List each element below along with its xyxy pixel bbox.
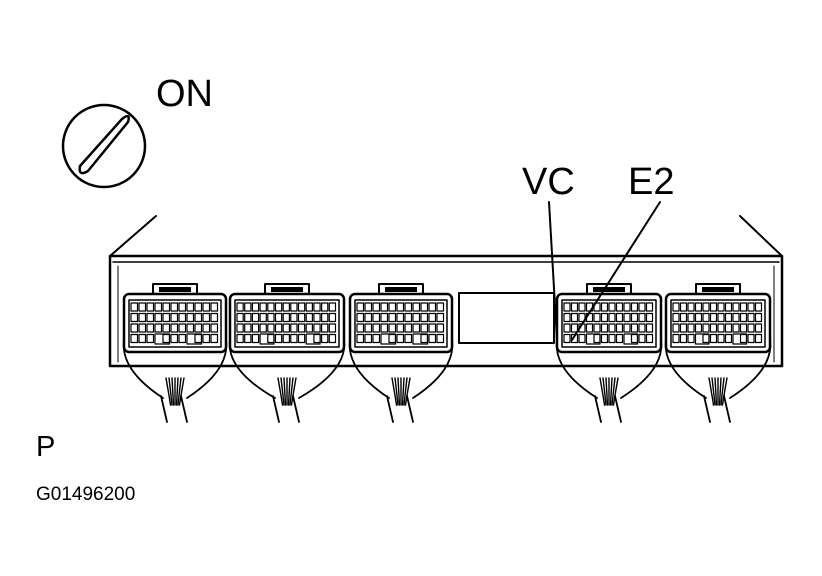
connector-4: [555, 283, 663, 354]
connector-2: [228, 283, 346, 354]
vc-leader-line: [548, 201, 558, 341]
side-label: P: [36, 431, 55, 463]
vc-terminal-label: VC: [522, 161, 575, 203]
ignition-key-icon: [61, 103, 147, 189]
harness-4: [555, 339, 663, 423]
figure-code: G01496200: [36, 484, 135, 505]
e2-terminal-label: E2: [628, 161, 674, 203]
harness-1: [122, 339, 228, 423]
ecu-housing: [108, 215, 784, 368]
harness-3: [348, 339, 454, 423]
connector-1: [122, 283, 228, 354]
harness-2: [228, 339, 346, 423]
connector-group: [122, 283, 772, 354]
wire-harness-group: [122, 339, 772, 423]
connector-5: [664, 283, 772, 354]
harness-5: [664, 339, 772, 423]
ignition-on-label: ON: [156, 73, 213, 115]
e2-leader-line: [571, 201, 661, 341]
connector-3: [348, 283, 454, 354]
